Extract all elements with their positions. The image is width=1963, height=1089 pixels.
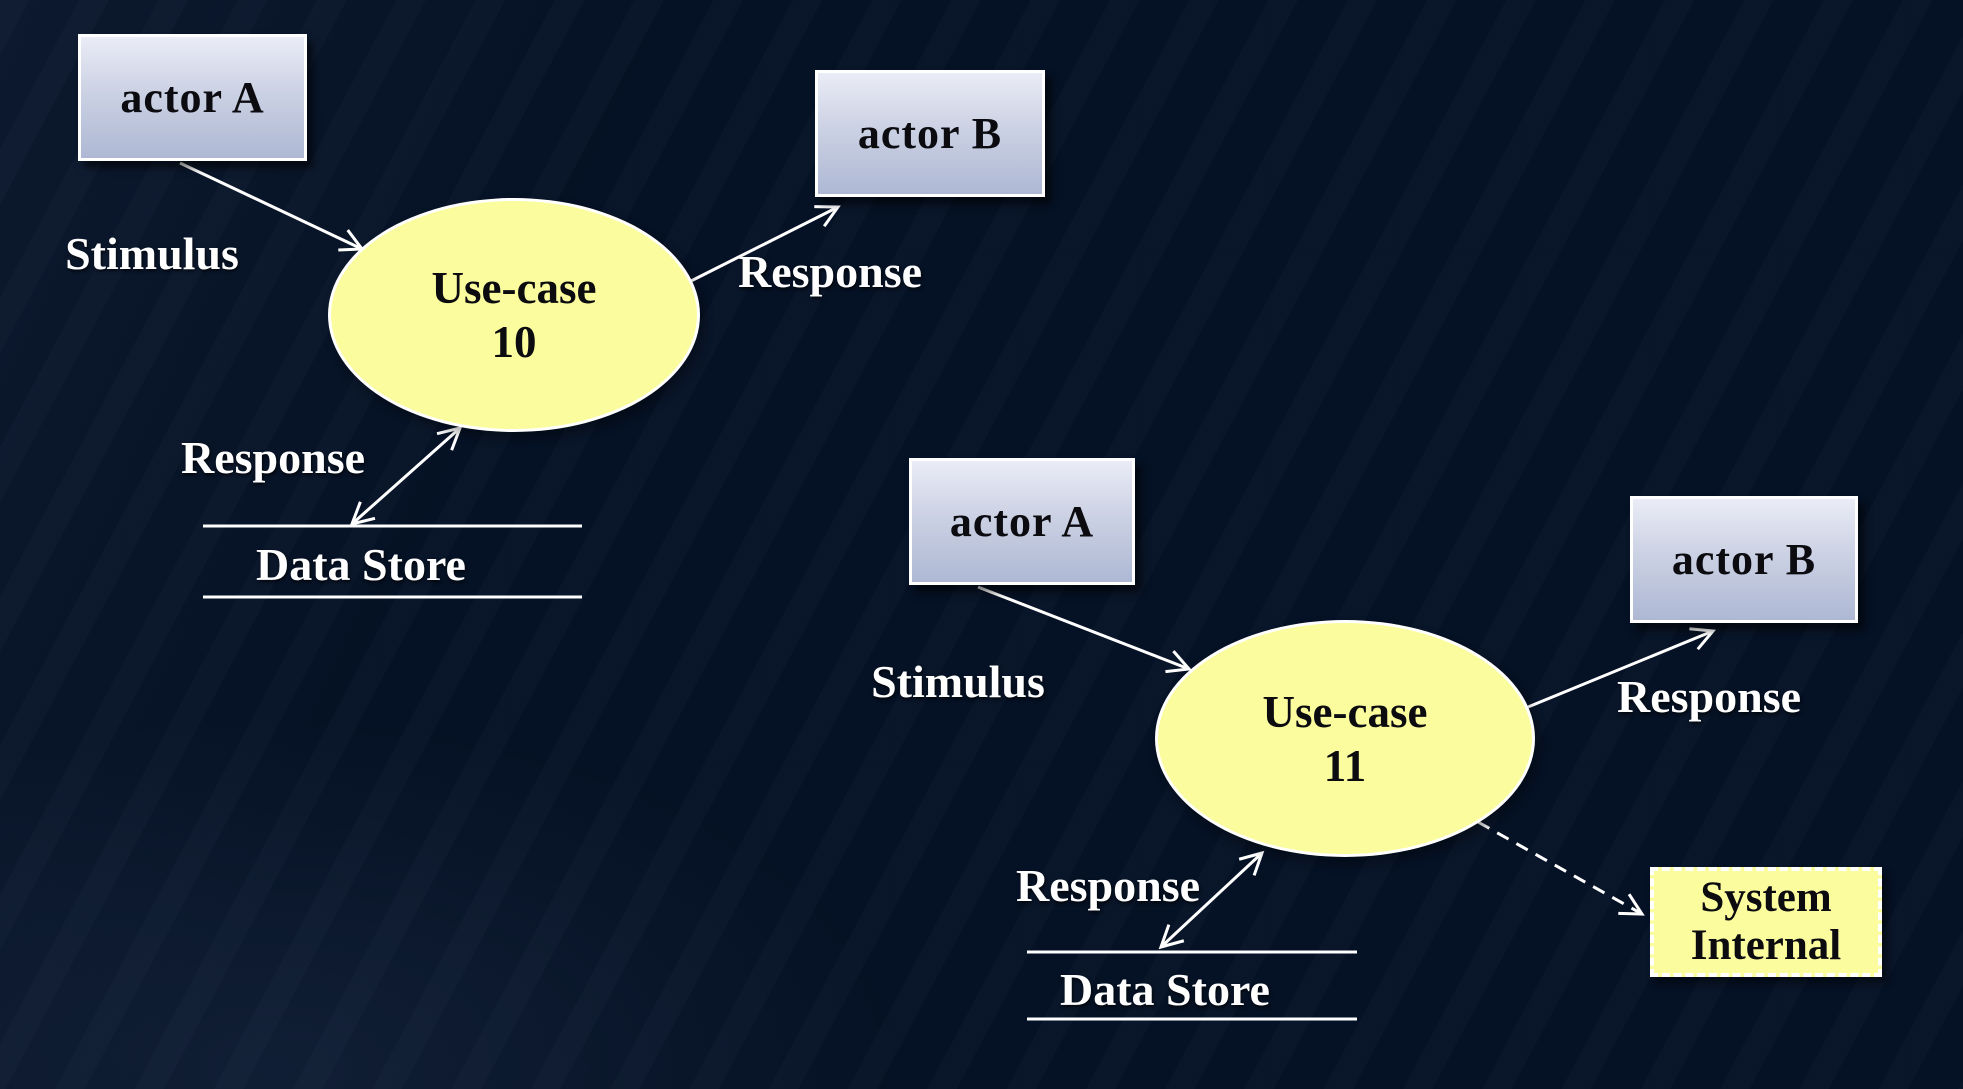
actor-b-label-1: actor B xyxy=(857,109,1003,158)
actor-b-box-2: actor B xyxy=(1630,496,1858,623)
actor-b-label-2: actor B xyxy=(1671,535,1817,584)
response-label-to-actor-2: Response xyxy=(1616,671,1802,722)
system-internal-label-line1: System xyxy=(1700,873,1832,921)
actor-a-label-1: actor A xyxy=(120,73,265,122)
actor-b-box-1: actor B xyxy=(815,70,1045,197)
system-internal-box: System Internal xyxy=(1650,867,1882,977)
response-label-to-actor-1: Response xyxy=(737,246,923,297)
actor-a-label-2: actor A xyxy=(949,497,1095,546)
data-store-label-2: Data Store xyxy=(1060,964,1270,1015)
actor-a-box-1: actor A xyxy=(78,34,307,161)
use-case-10-label-line2: 10 xyxy=(491,317,537,367)
use-case-10-ellipse: Use-case 10 xyxy=(328,198,700,432)
response-label-to-store-1: Response xyxy=(180,432,366,483)
stimulus-label-1: Stimulus xyxy=(65,228,239,279)
response-label-to-store-2: Response xyxy=(1015,860,1201,911)
stimulus-label-2: Stimulus xyxy=(871,656,1045,707)
use-case-11-label-line1: Use-case xyxy=(1262,686,1428,737)
system-internal-label-line2: Internal xyxy=(1690,922,1842,969)
system-internal-dashed-arrow xyxy=(1477,820,1645,916)
use-case-11-ellipse: Use-case 11 xyxy=(1155,620,1535,857)
use-case-11-label-line2: 11 xyxy=(1323,740,1367,791)
data-store-label-1: Data Store xyxy=(256,539,466,590)
actor-a-box-2: actor A xyxy=(909,458,1135,585)
use-case-10-label-line1: Use-case xyxy=(431,263,597,313)
